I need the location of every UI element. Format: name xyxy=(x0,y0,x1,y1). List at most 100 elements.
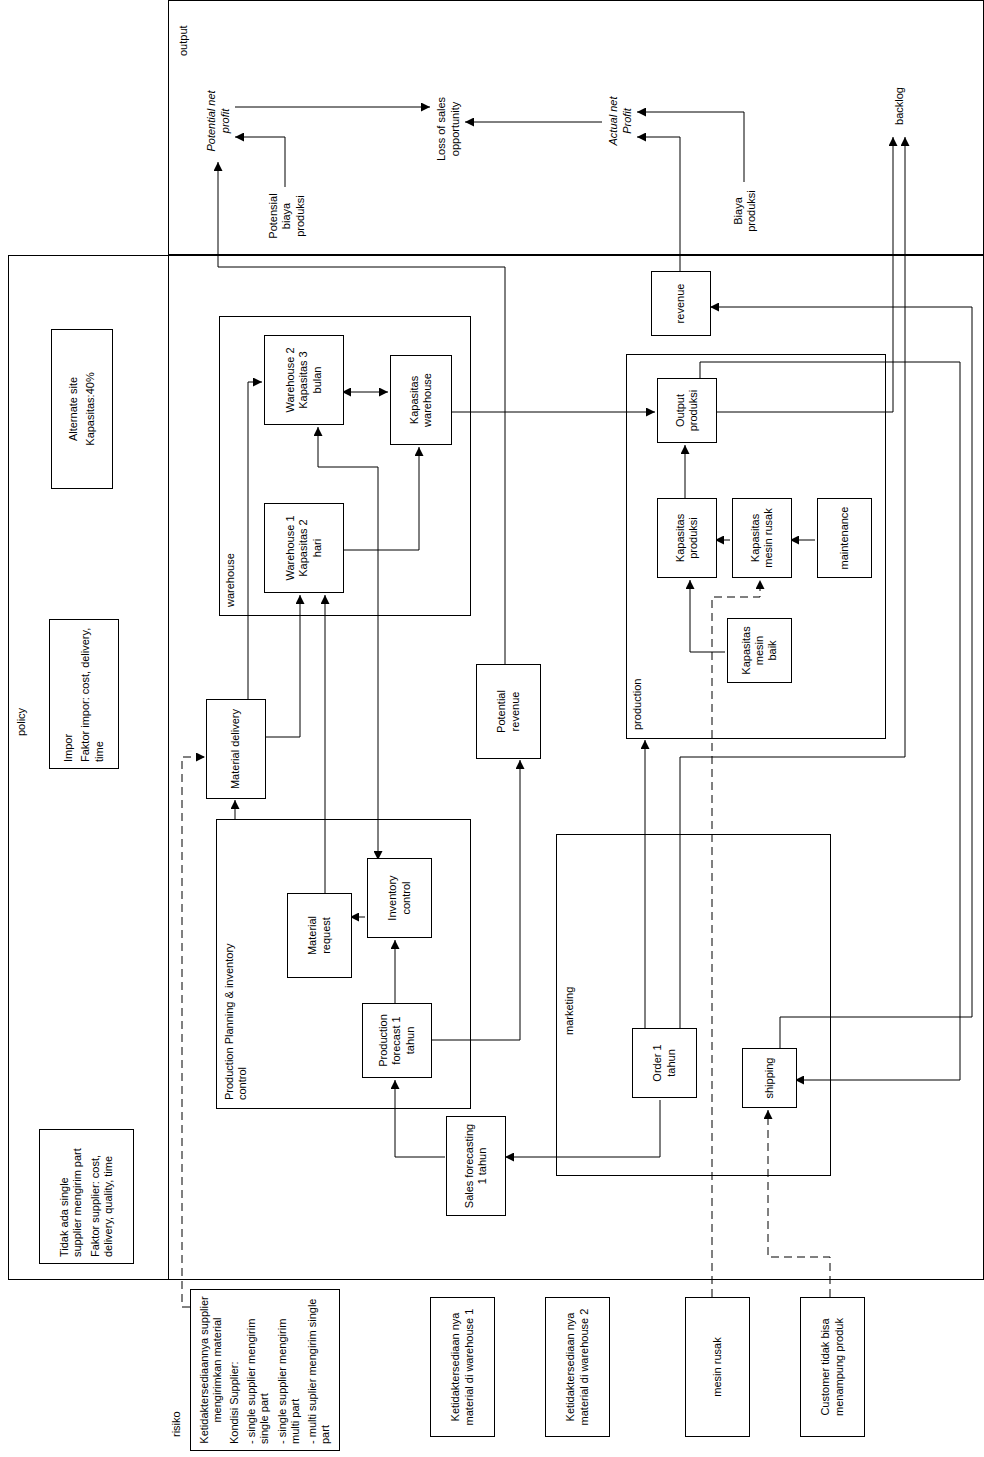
group-box: warehouse Warehouse 1 Kapasitas 2 hari War… xyxy=(219,316,471,616)
node-text: Inventory control xyxy=(386,865,412,931)
process-box: shipping xyxy=(742,1048,797,1108)
node-text: Faktor impor: cost, delivery, time xyxy=(79,626,105,762)
node-text: Loss of sales opportunity xyxy=(435,87,461,171)
node-text: Output produksi xyxy=(674,385,700,436)
region-label: risiko xyxy=(170,1411,183,1437)
group-box: Production Planning & inventory control M… xyxy=(216,819,471,1109)
node-text: Kapasitas produksi xyxy=(674,505,700,571)
node-text: Ketidaktersediaan nya material di wareho… xyxy=(449,1304,475,1430)
process-box: Production forecast 1 tahun xyxy=(362,1003,432,1078)
flow-connector xyxy=(325,595,326,895)
flow-connector xyxy=(218,162,505,665)
group-label: policy xyxy=(15,708,28,736)
node-text: Material request xyxy=(306,900,332,971)
group-box: production Kapasitas mesin baik Kapasitas … xyxy=(626,354,886,739)
risk-connector xyxy=(712,580,760,1297)
process-box: Potential revenue xyxy=(476,664,541,759)
policy-box: Alternate siteKapasitas:40% xyxy=(51,329,113,489)
process-box: Sales forecasting 1 tahun xyxy=(446,1116,506,1216)
risk-box: mesin rusak xyxy=(685,1297,750,1437)
group-box: marketingOrder 1 tahun shipping xyxy=(556,834,831,1176)
flow-connector xyxy=(790,540,815,541)
node-text: backlog xyxy=(893,79,906,133)
node-text: revenue xyxy=(674,278,687,329)
node-text: Warehouse 1 Kapasitas 2 hari xyxy=(284,510,324,586)
output-text: Potensial biaya produksi xyxy=(263,186,311,246)
flow-connector xyxy=(685,445,686,500)
policy-divider xyxy=(168,255,169,1280)
process-box: Kapasitas warehouse xyxy=(390,355,452,445)
node-text: maintenance xyxy=(838,505,851,571)
flow-connector xyxy=(637,137,680,272)
process-box: maintenance xyxy=(817,498,872,578)
flow-connector xyxy=(637,112,744,182)
node-text: Ketidaktersediaan nya material di wareho… xyxy=(564,1304,590,1430)
process-box: revenue xyxy=(651,271,711,336)
flow-connector xyxy=(318,427,378,860)
risk-box: Ketidaktersediaan nya material di wareho… xyxy=(430,1297,495,1437)
node-text: Sales forecasting 1 tahun xyxy=(463,1123,489,1209)
risk-connector xyxy=(182,757,205,1307)
flow-connector xyxy=(690,580,725,652)
policy-box: Tidak ada single supplier mengirim partF… xyxy=(39,1129,134,1264)
flow-connector xyxy=(430,760,520,1040)
process-box: Warehouse 1 Kapasitas 2 hari xyxy=(264,503,344,593)
node-text: Tidak ada single supplier mengirim part xyxy=(58,1136,84,1257)
node-text: Order 1 tahun xyxy=(651,1035,677,1091)
node-text: Kapasitas mesin baik xyxy=(740,625,780,676)
risk-box: Ketidaktersediaannya supplier mengirimka… xyxy=(190,1289,340,1451)
flow-connector xyxy=(235,107,430,108)
process-box: Kapasitas produksi xyxy=(657,498,717,578)
label-anchor: risiko xyxy=(170,1411,183,1437)
risk-box: Ketidaktersediaan nya material di wareho… xyxy=(545,1297,610,1437)
node-text: Faktor supplier: cost, delivery, quality… xyxy=(89,1136,115,1257)
group-label: warehouse xyxy=(224,553,237,607)
node-text: Kapasitas warehouse xyxy=(408,362,434,438)
flow-connector xyxy=(505,1100,660,1157)
output-text: backlog xyxy=(889,76,911,136)
flow-connector xyxy=(342,392,388,393)
node-text: Warehouse 2 Kapasitas 3 bulan xyxy=(284,342,324,418)
node-text: Material delivery xyxy=(229,706,242,792)
node-text: Potential net profit xyxy=(205,84,231,158)
node-text: shipping xyxy=(763,1055,776,1101)
node-text: Kapasitas mesin rusak xyxy=(749,505,775,571)
group-label: marketing xyxy=(563,987,576,1035)
policy-box: ImporFaktor impor: cost, delivery, time xyxy=(49,619,119,769)
group-label: production xyxy=(631,679,644,730)
flow-connector xyxy=(350,917,365,918)
flow-connector xyxy=(395,1080,445,1157)
process-box: Output produksi xyxy=(657,378,717,443)
flow-connector xyxy=(710,307,972,1050)
node-text: Kapasitas:40% xyxy=(84,336,97,482)
group-label: Production Planning & inventory control xyxy=(223,940,249,1100)
output-text: Actual net Profit xyxy=(603,86,638,156)
flow-connector xyxy=(235,137,285,187)
process-box: Inventory control xyxy=(367,858,432,938)
flow-connector xyxy=(265,595,300,737)
group-label: output xyxy=(177,25,190,56)
flow-connector xyxy=(680,137,905,1030)
process-box: Order 1 tahun xyxy=(632,1028,697,1098)
node-text: - single supplier mengirim multi part xyxy=(276,1296,302,1444)
node-text: - multi suplier mengirim single part xyxy=(306,1296,332,1444)
flow-connector xyxy=(450,412,655,413)
process-box: Kapasitas mesin rusak xyxy=(732,498,792,578)
output-band: outputPotential net profitPotensial biay… xyxy=(168,0,984,255)
process-box: Warehouse 2 Kapasitas 3 bulan xyxy=(264,335,344,425)
process-box: Material request xyxy=(287,893,352,978)
policy-band: policyTidak ada single supplier mengirim… xyxy=(8,255,984,1280)
flow-connector xyxy=(645,740,646,1030)
flow-connector xyxy=(395,940,396,1005)
flow-connector xyxy=(715,137,893,412)
node-text: Ketidaktersediaannya supplier mengirimka… xyxy=(198,1296,224,1444)
output-text: Loss of sales opportunity xyxy=(431,84,466,174)
node-text: - single supplier mengirim single part xyxy=(245,1296,271,1444)
node-text: Actual net Profit xyxy=(607,89,633,153)
process-box: Material delivery xyxy=(206,699,266,799)
flow-connector xyxy=(235,800,236,820)
node-text: Production forecast 1 tahun xyxy=(377,1010,417,1071)
output-text: Potential net profit xyxy=(201,81,236,161)
risk-box: Customer tidak bisa menampung produk xyxy=(800,1297,865,1437)
